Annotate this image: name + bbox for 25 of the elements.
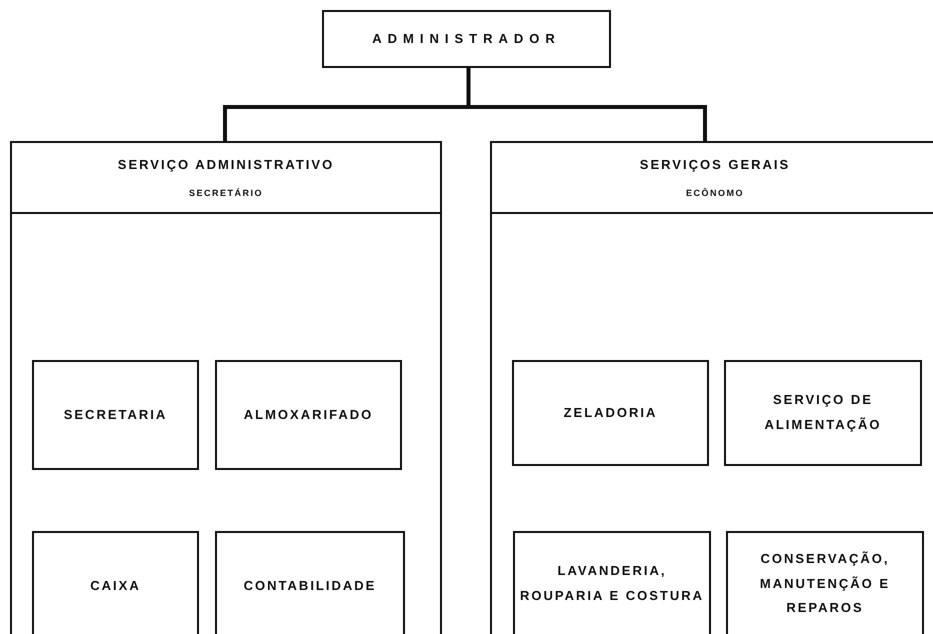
unit-box [215, 531, 405, 634]
unit-box [724, 360, 922, 466]
unit-label: CONSERVAÇÃO, MANUTENÇÃO E REPAROS [758, 550, 892, 618]
connector-line [466, 68, 707, 141]
unit-box [726, 531, 924, 634]
unit-box [512, 360, 709, 466]
unit-box [32, 360, 199, 470]
head-title: SECRETÁRIO [188, 187, 263, 200]
unit-label: ALMOXARIFADO [244, 406, 374, 424]
department-panel [10, 141, 442, 634]
unit-label: LAVANDERIA, ROUPARIA E COSTURA [518, 562, 706, 605]
unit-box [322, 10, 611, 68]
unit-box [32, 531, 199, 634]
unit-box [215, 360, 402, 470]
department-title: SERVIÇOS GERAIS [640, 156, 790, 174]
department-title: SERVIÇO ADMINISTRATIVO [118, 156, 334, 174]
unit-box [513, 531, 711, 634]
unit-label: SERVIÇO DE ALIMENTAÇÃO [763, 391, 883, 434]
head-title: ECÔNOMO [686, 187, 744, 200]
unit-label: ADMINISTRADOR [372, 30, 561, 48]
unit-label: CAIXA [90, 576, 141, 595]
unit-label: SECRETARIA [64, 406, 168, 424]
unit-label: ZELADORIA [564, 404, 658, 422]
department-panel [490, 141, 933, 634]
unit-label: CONTABILIDADE [244, 576, 376, 595]
